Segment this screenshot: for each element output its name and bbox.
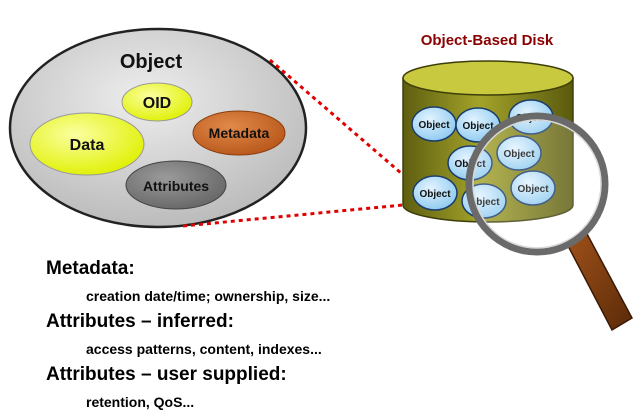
- disk-object-6: [412, 175, 458, 211]
- notes-list: Metadata: creation date/time; ownership,…: [46, 258, 330, 411]
- disk-title: Object-Based Disk: [421, 32, 554, 49]
- magnifier-lens: [465, 112, 609, 256]
- note-detail: access patterns, content, indexes...: [86, 341, 322, 357]
- disk-object-8: [510, 170, 556, 206]
- object-outer-ellipse: [8, 27, 308, 229]
- note-attributes-user-supplied: Attributes – user supplied: retention, Q…: [46, 364, 330, 411]
- disk-object-2-label: Object: [462, 121, 494, 132]
- attributes-label: Attributes: [143, 178, 209, 194]
- disk-object-8-label: Object: [517, 184, 549, 195]
- disk-object-6-label: Object: [419, 189, 451, 200]
- attributes-ellipse: [125, 160, 227, 210]
- note-heading: Attributes – user supplied:: [46, 364, 287, 385]
- metadata-label: Metadata: [209, 125, 270, 141]
- magnifier-rim: [472, 119, 602, 249]
- data-label: Data: [70, 137, 105, 154]
- disk-object-5: [496, 135, 542, 171]
- data-ellipse: [29, 112, 145, 176]
- disk-object-7-label: Object: [468, 197, 500, 208]
- oid-ellipse: [121, 82, 193, 122]
- object-title: Object: [120, 51, 183, 73]
- oid-label: OID: [143, 95, 171, 112]
- magnifying-glass-icon: [465, 112, 633, 332]
- note-heading: Attributes – inferred:: [46, 311, 234, 332]
- metadata-ellipse: [192, 110, 286, 156]
- object-group: Object OID Data Metadata Attributes: [8, 27, 308, 229]
- note-metadata: Metadata: creation date/time; ownership,…: [46, 258, 330, 305]
- note-detail: creation date/time; ownership, size...: [86, 288, 331, 304]
- disk-top: [402, 60, 574, 96]
- note-detail: retention, QoS...: [86, 394, 195, 410]
- disk-object-1-label: Object: [418, 120, 450, 131]
- magnifier-handle: [564, 231, 633, 332]
- note-heading: Metadata:: [46, 258, 135, 279]
- note-attributes-inferred: Attributes – inferred: access patterns, …: [46, 311, 330, 358]
- disk-object-5-label: Object: [503, 149, 535, 160]
